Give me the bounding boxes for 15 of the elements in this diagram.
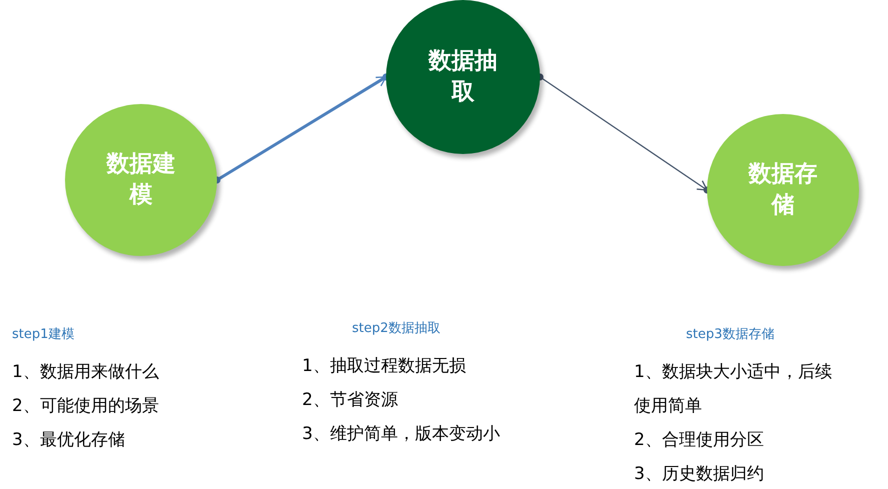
step-heading: step2数据抽取 — [352, 320, 440, 338]
list-item: 1、数据块大小适中，后续使用简单 — [634, 360, 833, 418]
list-item: 2、节省资源 — [302, 388, 399, 412]
step-heading: step3数据存储 — [686, 326, 774, 344]
list-item: 1、抽取过程数据无损 — [302, 354, 467, 378]
list-item: 2、可能使用的场景 — [12, 394, 160, 418]
node-label: 数据抽取 — [427, 47, 498, 107]
list-item: 3、最优化存储 — [12, 428, 126, 452]
list-item: 3、维护简单，版本变动小 — [302, 422, 501, 446]
node-label: 数据存储 — [747, 160, 818, 220]
list-item: 2、合理使用分区 — [634, 428, 765, 452]
list-item: 3、历史数据归约 — [634, 462, 765, 486]
list-item: 1、数据用来做什么 — [12, 360, 160, 384]
step-heading: step1建模 — [12, 326, 74, 344]
node-label: 数据建模 — [105, 150, 176, 210]
